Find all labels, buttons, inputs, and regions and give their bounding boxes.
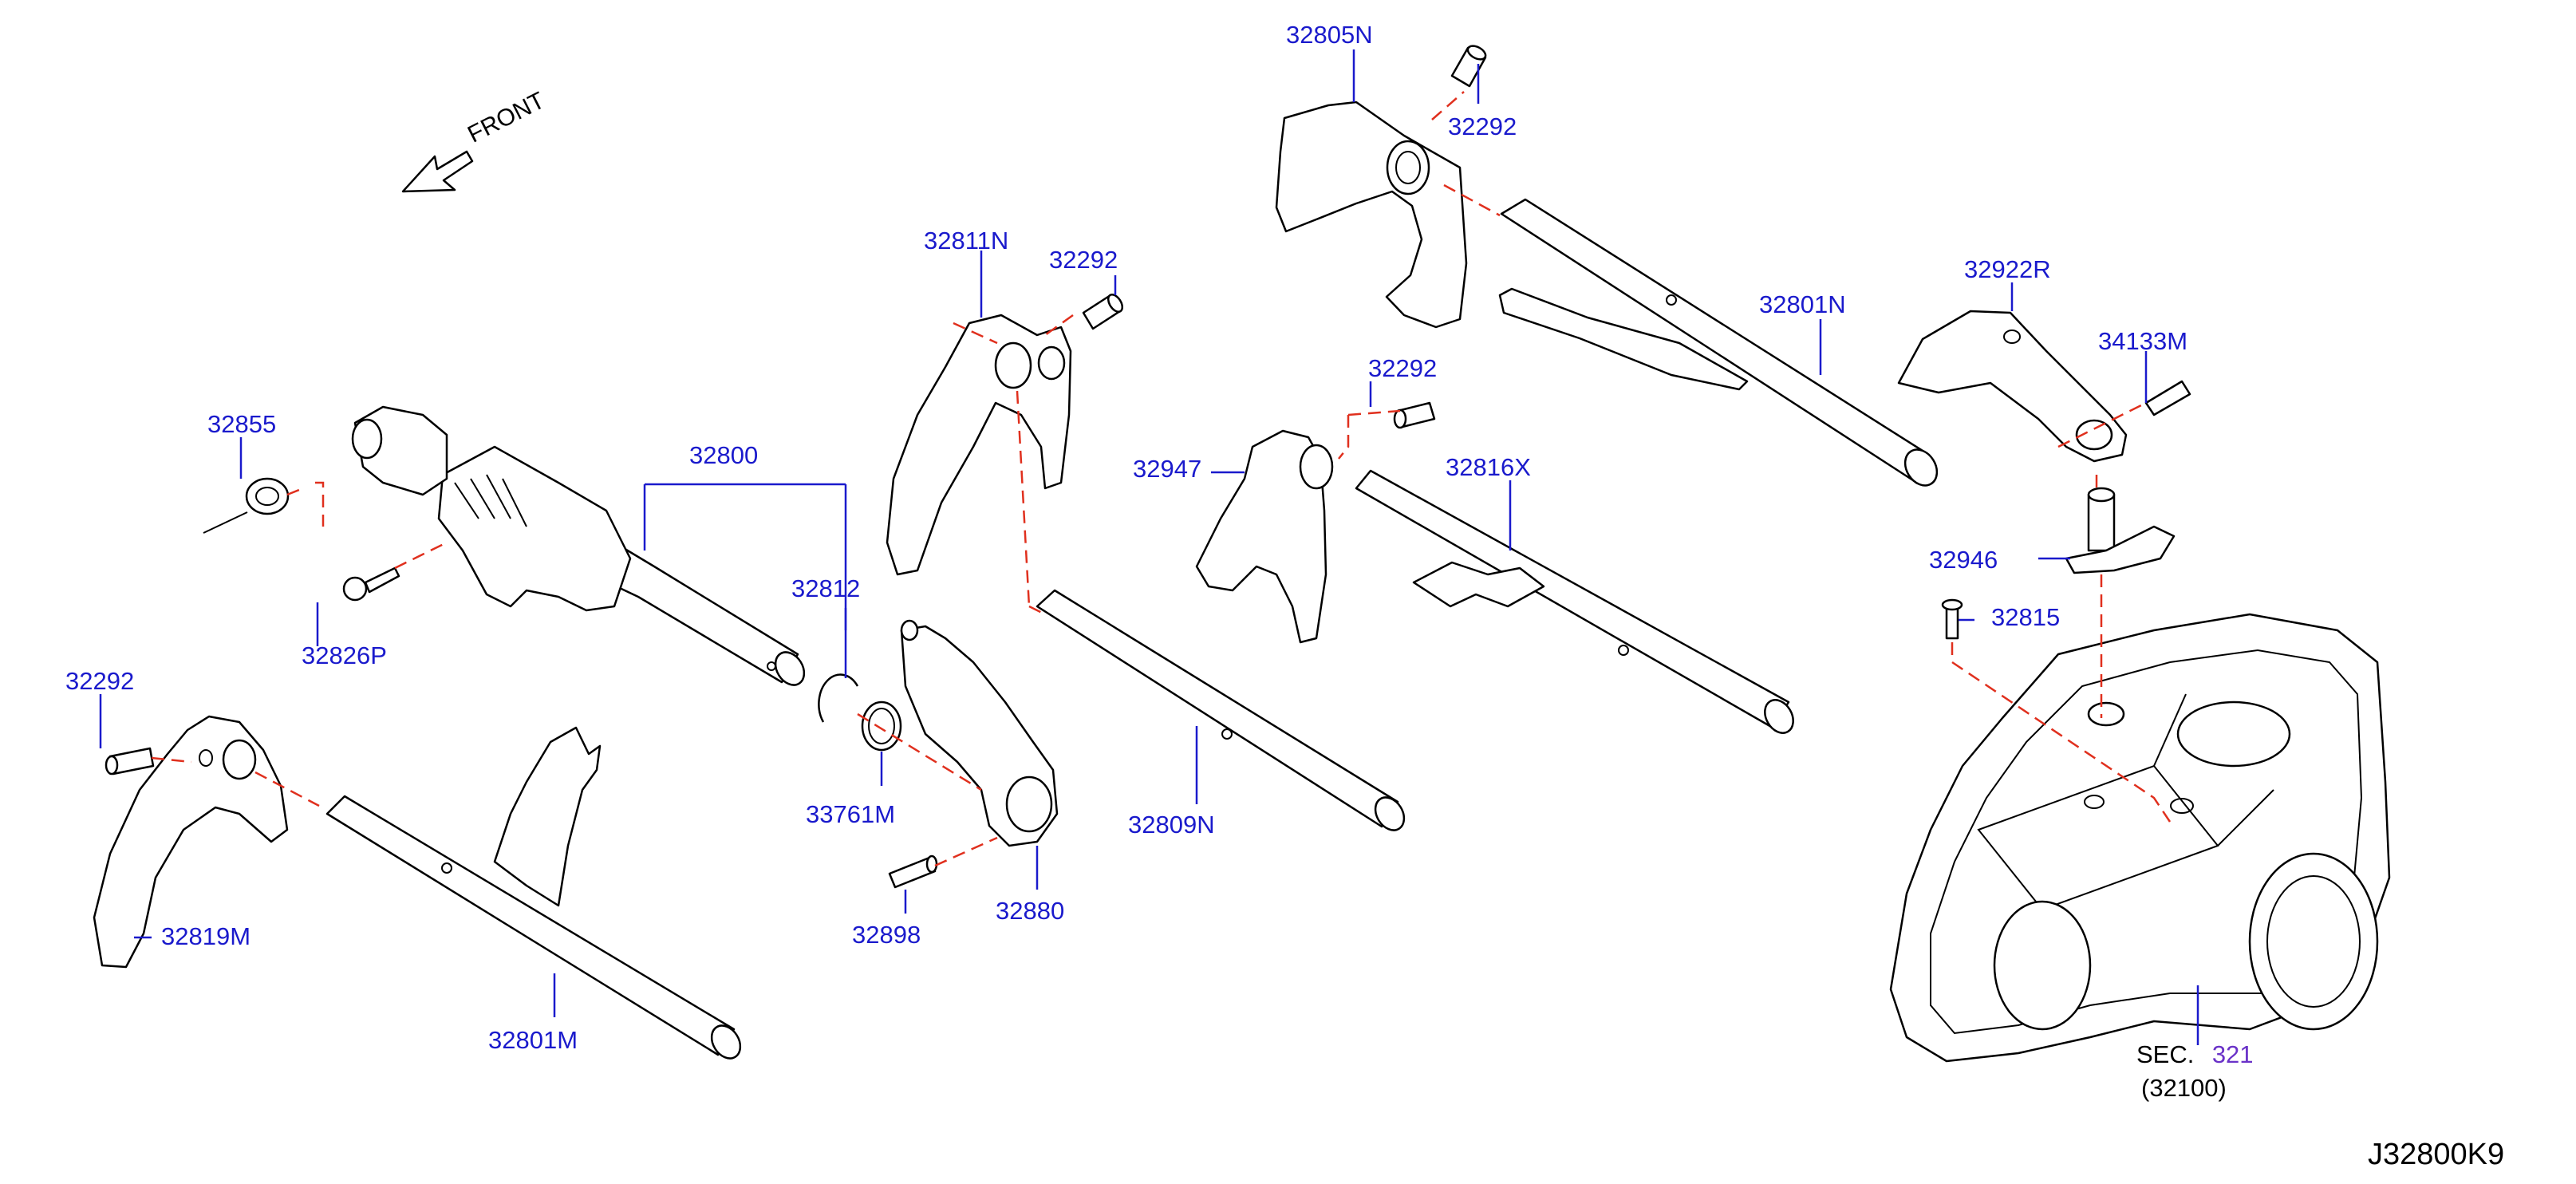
section-prefix: SEC. [2136,1040,2195,1068]
shift-fork-32819M [93,715,289,969]
shaft-32801M [325,726,742,1060]
shift-rod-assembly-32800 [351,405,806,686]
bolt-32826P [342,566,400,602]
snap-ring-32812 [818,673,859,723]
callout-34133M: 34133M [2098,327,2188,355]
shift-fork-32805N [1275,101,1468,329]
shaft-32801N [1498,198,1939,487]
pin-32292-c [1393,401,1436,429]
callout-32826P: 32826P [302,641,387,669]
pin-32815 [1941,598,1963,640]
callout-32801N: 32801N [1759,290,1846,318]
callout-32819M: 32819M [161,922,251,950]
callout-32815: 32815 [1991,603,2061,631]
callout-32812: 32812 [791,574,861,602]
callout-32811N: 32811N [924,227,1009,255]
callout-32801M: 32801M [488,1026,578,1054]
section-number[interactable]: 321 [2211,1040,2254,1068]
callout-32292-b: 32292 [1049,246,1118,274]
callout-32805N: 32805N [1286,21,1373,49]
spring-clip-32855 [203,477,290,534]
shift-fork-32947 [1195,429,1334,644]
section-reference: SEC. 321 [2136,1042,2254,1067]
pin-32946 [2065,487,2176,574]
pin-32898 [888,854,938,889]
callout-33761M: 33761M [806,800,896,828]
dashed-assembly-lines [151,91,2172,867]
pin-32292-b [1082,293,1124,330]
callout-32292-c: 32292 [1368,354,1438,382]
pin-34133M [2144,380,2191,416]
shaft-32816X [1355,469,1794,734]
section-part-number: (32100) [2141,1074,2227,1102]
callout-32800: 32800 [689,441,759,469]
shift-fork-32811N [886,314,1072,576]
callout-32855: 32855 [207,410,277,438]
shaft-32809N [1036,589,1406,831]
pin-32292-a [1450,45,1487,88]
seal-ring-33761M [861,701,902,752]
callout-32946: 32946 [1929,546,1998,574]
lever-32880 [900,619,1059,847]
callout-32898: 32898 [852,921,921,949]
callout-32880: 32880 [996,897,1065,925]
lever-32922R [1897,310,2128,463]
callout-32922R: 32922R [1964,255,2051,283]
callout-32816X: 32816X [1446,453,1531,481]
transmission-case [1889,613,2391,1063]
pin-32292-d [105,747,155,776]
diagram-code: J32800K9 [2368,1138,2505,1171]
callout-32292-d: 32292 [65,667,135,695]
callout-32947: 32947 [1133,455,1202,483]
callout-32292-a: 32292 [1448,112,1517,140]
callout-32809N: 32809N [1128,811,1215,839]
leader-lines [99,49,2199,1045]
front-arrow-icon [401,150,474,193]
